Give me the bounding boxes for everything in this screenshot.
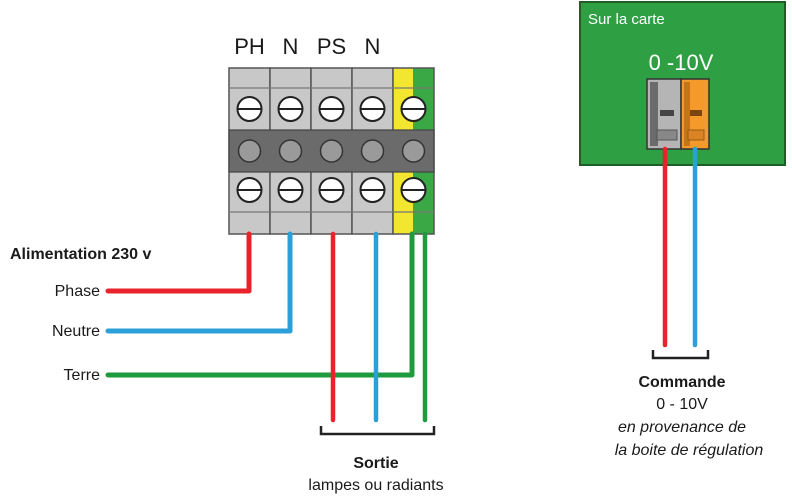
- phase-wire: [105, 231, 252, 294]
- label-n1: N: [283, 34, 299, 59]
- control-card: Sur la carte 0 -10V: [579, 1, 786, 166]
- connector-block: [646, 78, 710, 150]
- terminal-block: PH N PS N: [228, 34, 435, 235]
- earth-label: Terre: [64, 367, 101, 384]
- middle-holes: [237, 139, 426, 163]
- supply-wires: [105, 231, 415, 378]
- output-title: Sortie: [353, 455, 398, 472]
- label-ps: PS: [317, 34, 346, 59]
- supply-title: Alimentation 230 v: [10, 246, 151, 263]
- card-voltage: 0 -10V: [649, 50, 714, 75]
- command-line1: en provenance de: [618, 419, 746, 436]
- output-subtitle: lampes ou radiants: [308, 477, 443, 494]
- top-screws: [236, 96, 427, 122]
- bottom-screws: [236, 177, 427, 203]
- earth-wire: [105, 231, 415, 378]
- phase-label: Phase: [55, 283, 100, 300]
- card-header: Sur la carte: [588, 11, 665, 28]
- output-bracket: [319, 426, 436, 436]
- label-ph: PH: [234, 34, 265, 59]
- neutral-wire: [105, 231, 293, 334]
- control-wires: [662, 146, 698, 348]
- command-range: 0 - 10V: [656, 396, 708, 413]
- command-line2: la boite de régulation: [615, 442, 764, 459]
- neutral-label: Neutre: [52, 323, 100, 340]
- output-wires: [330, 231, 428, 423]
- command-bracket: [651, 350, 710, 360]
- command-title: Commande: [638, 374, 725, 391]
- label-n2: N: [365, 34, 381, 59]
